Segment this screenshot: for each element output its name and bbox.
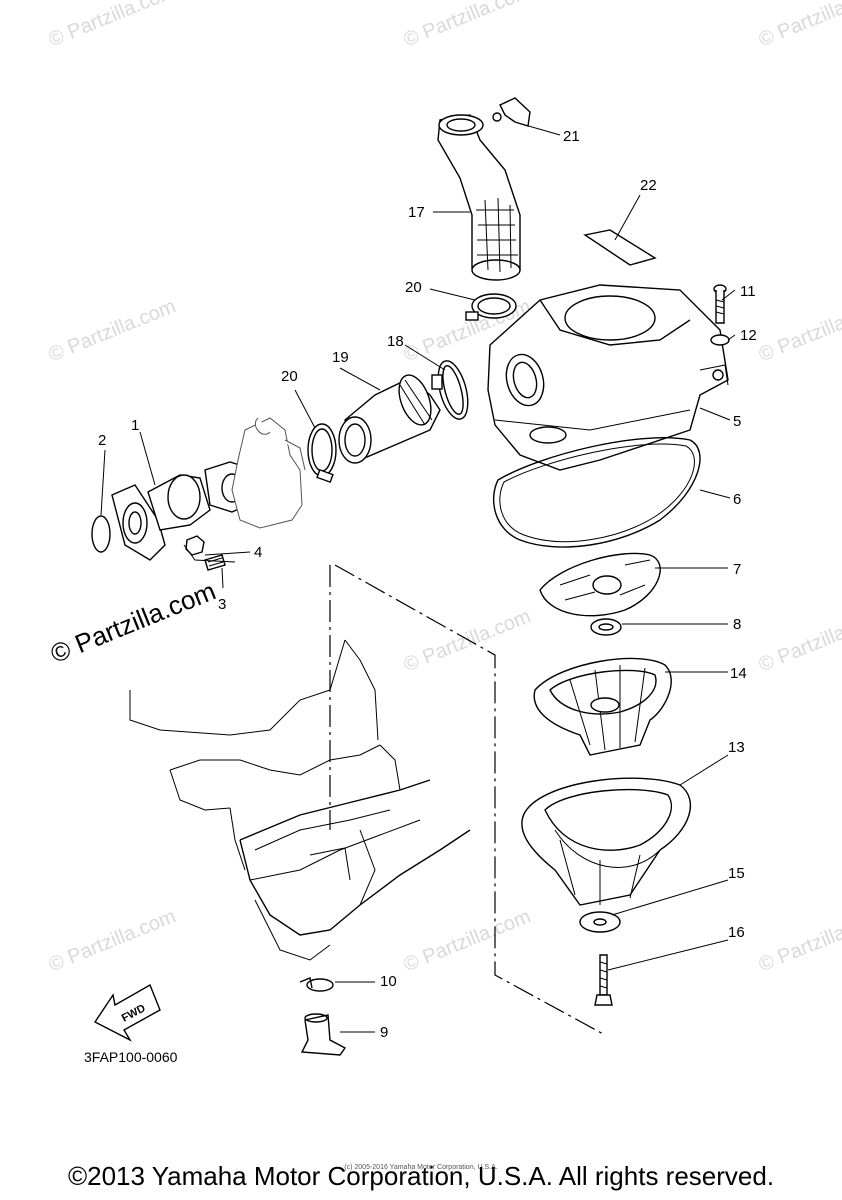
callout-7[interactable]: 7 xyxy=(733,561,742,578)
callout-10[interactable]: 10 xyxy=(380,973,397,990)
case-gasket xyxy=(493,437,701,548)
washer xyxy=(710,334,730,346)
intake-duct xyxy=(437,114,521,281)
callout-6[interactable]: 6 xyxy=(733,491,742,508)
fine-print: (c) 2005-2016 Yamaha Motor Corporation, … xyxy=(344,1164,498,1171)
intake-joint xyxy=(111,461,259,561)
callout-2[interactable]: 2 xyxy=(98,432,107,449)
case-bolt xyxy=(713,284,727,324)
hose-clamp xyxy=(431,360,469,420)
callout-8[interactable]: 8 xyxy=(733,616,742,633)
callout-4[interactable]: 4 xyxy=(254,544,263,561)
air-filter-case xyxy=(487,284,729,471)
air-filter-joint xyxy=(338,374,441,464)
frame-outline xyxy=(129,639,471,961)
bolt xyxy=(204,554,226,571)
hose-clamp-left xyxy=(307,423,337,484)
element-bolt xyxy=(594,954,613,1006)
filter-element xyxy=(521,777,691,906)
leader-lines xyxy=(100,124,736,1033)
copyright-notice: ©2013 Yamaha Motor Corporation, U.S.A. A… xyxy=(67,1161,775,1191)
callout-22[interactable]: 22 xyxy=(640,177,657,194)
callout-21[interactable]: 21 xyxy=(563,128,580,145)
nut xyxy=(185,535,205,556)
o-ring xyxy=(91,515,111,553)
callout-17[interactable]: 17 xyxy=(408,204,425,221)
drain-hose xyxy=(300,1013,347,1056)
callout-19[interactable]: 19 xyxy=(332,349,349,366)
hose-clamp-top xyxy=(465,293,517,321)
callout-20-left[interactable]: 20 xyxy=(281,368,298,385)
callout-14[interactable]: 14 xyxy=(730,665,747,682)
callout-5[interactable]: 5 xyxy=(733,413,742,430)
elbow-fitting xyxy=(492,97,531,127)
lock-washer xyxy=(590,618,622,636)
callout-3[interactable]: 3 xyxy=(218,596,227,613)
element-cage xyxy=(533,657,672,756)
callout-1[interactable]: 1 xyxy=(131,417,140,434)
element-guide xyxy=(539,552,661,617)
carburetor-outline xyxy=(231,417,306,529)
caution-label xyxy=(583,229,657,266)
callout-12[interactable]: 12 xyxy=(740,327,757,344)
diagram-code: 3FAP100-0060 xyxy=(84,1049,178,1065)
callout-15[interactable]: 15 xyxy=(728,865,745,882)
drain-clip xyxy=(299,977,334,992)
callout-18[interactable]: 18 xyxy=(387,333,404,350)
callout-11[interactable]: 11 xyxy=(740,283,756,300)
element-washer xyxy=(579,911,621,933)
forward-arrow-icon xyxy=(93,983,161,1042)
callout-20-top[interactable]: 20 xyxy=(405,279,422,296)
callout-13[interactable]: 13 xyxy=(728,739,745,756)
callout-9[interactable]: 9 xyxy=(380,1024,389,1041)
callout-16[interactable]: 16 xyxy=(728,924,745,941)
